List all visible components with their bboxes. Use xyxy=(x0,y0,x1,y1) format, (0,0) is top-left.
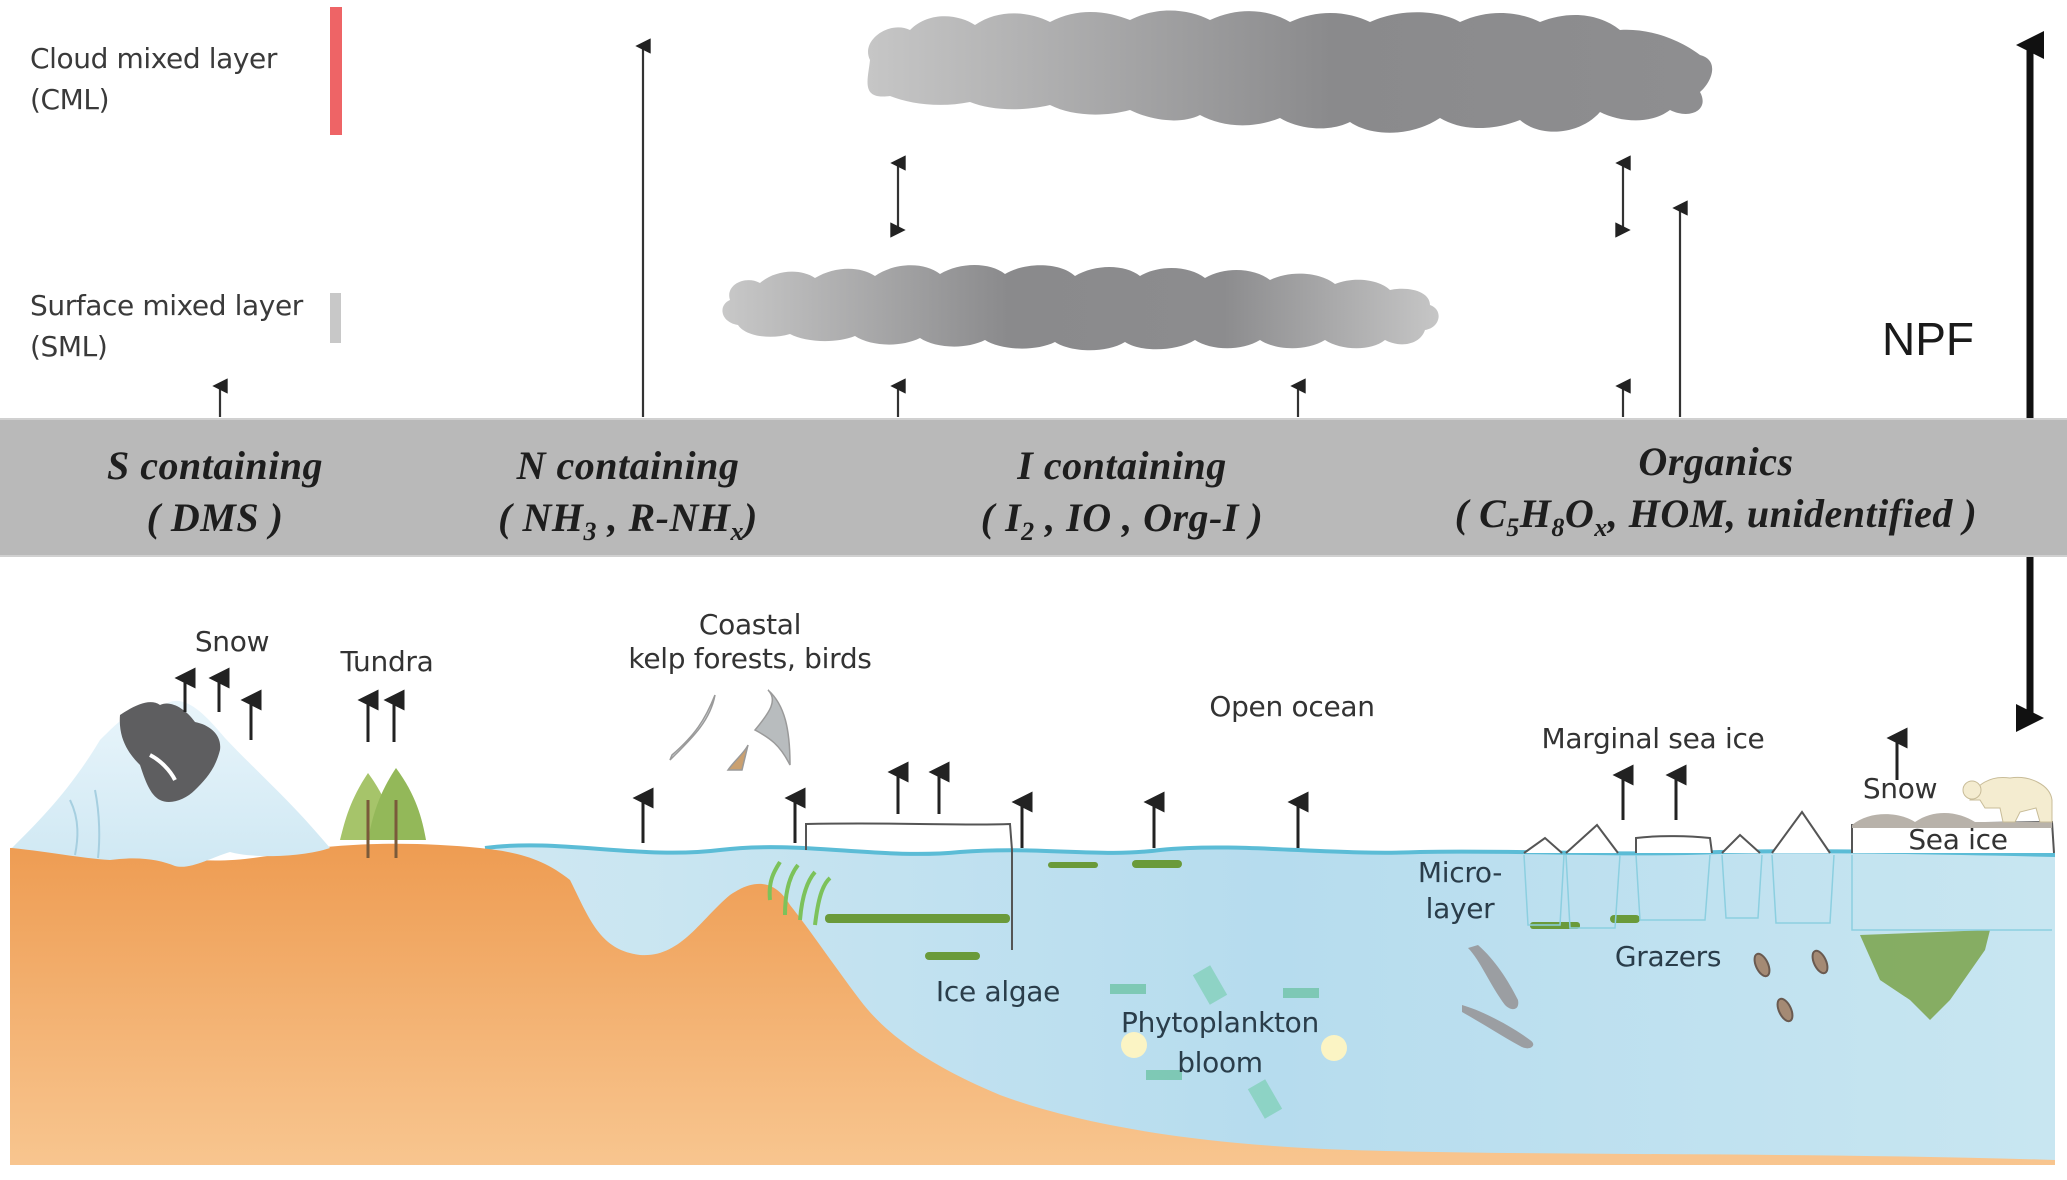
cml-label-line2: (CML) xyxy=(30,83,110,116)
label-snow-land: Snow xyxy=(194,625,270,658)
precursor-iodine-species: ( I2 , IO , Org-I ) xyxy=(980,495,1264,546)
label-grazers: Grazers xyxy=(1614,940,1722,973)
cml-indicator-bar xyxy=(330,7,342,135)
precursor-band: S containing ( DMS ) N containing ( NH3 … xyxy=(0,418,2067,557)
birds xyxy=(669,689,791,771)
submerged-ice xyxy=(1523,854,2052,931)
transport-arrows xyxy=(212,38,1688,417)
precursor-iodine-name: I containing xyxy=(1017,443,1227,488)
precursor-sulfur-name: S containing xyxy=(106,443,324,488)
label-microlayer-line1: Micro- xyxy=(1417,856,1503,889)
ice-algae-mats xyxy=(825,860,1990,1020)
grazers xyxy=(1753,949,1829,1023)
precursor-nitrogen: N containing ( NH3 , R-NHx) xyxy=(498,440,758,558)
precursor-organics-species: ( C5H8Ox, HOM, unidentified ) xyxy=(1454,491,1978,542)
precursor-organics: Organics ( C5H8Ox, HOM, unidentified ) xyxy=(1455,436,1977,554)
label-microlayer: Micro- layer xyxy=(1418,855,1502,927)
label-ice-algae: Ice algae xyxy=(935,975,1061,1008)
seals xyxy=(1462,945,1534,1049)
emission-arrows xyxy=(174,667,1908,848)
precursor-sulfur-species: ( DMS ) xyxy=(146,495,284,540)
sml-label-line1: Surface mixed layer xyxy=(30,289,303,322)
coastal-ice-floe xyxy=(805,822,1013,950)
precursor-organics-name: Organics xyxy=(1638,439,1794,484)
label-coastal: Coastal kelp forests, birds xyxy=(628,608,872,675)
marginal-sea-ice xyxy=(1523,810,2055,854)
label-open-ocean: Open ocean xyxy=(1209,690,1375,723)
snowy-mountain xyxy=(12,700,330,867)
sml-indicator-bar xyxy=(330,293,341,343)
npf-label: NPF xyxy=(1882,313,1974,365)
label-marginal-sea-ice: Marginal sea ice xyxy=(1541,722,1765,755)
cml-label-line1: Cloud mixed layer xyxy=(30,42,277,75)
sml-label: Surface mixed layer (SML) xyxy=(30,285,303,367)
snow-on-sea-ice xyxy=(1852,812,2052,828)
cml-cloud xyxy=(867,10,1713,133)
land-terrain xyxy=(10,843,2055,1170)
label-microlayer-line2: layer xyxy=(1425,892,1495,925)
phytoplankton xyxy=(1110,965,1347,1119)
label-phyto-line1: Phytoplankton xyxy=(1121,1006,1319,1039)
label-sea-ice: Sea ice xyxy=(1908,823,2008,856)
sml-label-line2: (SML) xyxy=(30,330,108,363)
cml-label: Cloud mixed layer (CML) xyxy=(30,38,277,120)
precursor-sulfur: S containing ( DMS ) xyxy=(107,440,323,544)
label-coastal-line2: kelp forests, birds xyxy=(628,641,872,675)
kelp xyxy=(767,860,832,926)
label-coastal-line1: Coastal xyxy=(698,608,802,641)
label-phyto-line2: bloom xyxy=(1177,1046,1263,1079)
label-tundra: Tundra xyxy=(340,645,434,678)
label-phytoplankton-bloom: Phytoplankton bloom xyxy=(1121,1003,1319,1083)
label-snow-sea-ice: Snow xyxy=(1862,772,1938,805)
precursor-iodine: I containing ( I2 , IO , Org-I ) xyxy=(981,440,1264,558)
polar-bear xyxy=(1962,776,2053,823)
precursor-nitrogen-species: ( NH3 , R-NHx) xyxy=(498,495,758,546)
precursor-nitrogen-name: N containing xyxy=(516,443,740,488)
sml-cloud xyxy=(722,265,1439,351)
tundra-trees xyxy=(340,768,426,858)
